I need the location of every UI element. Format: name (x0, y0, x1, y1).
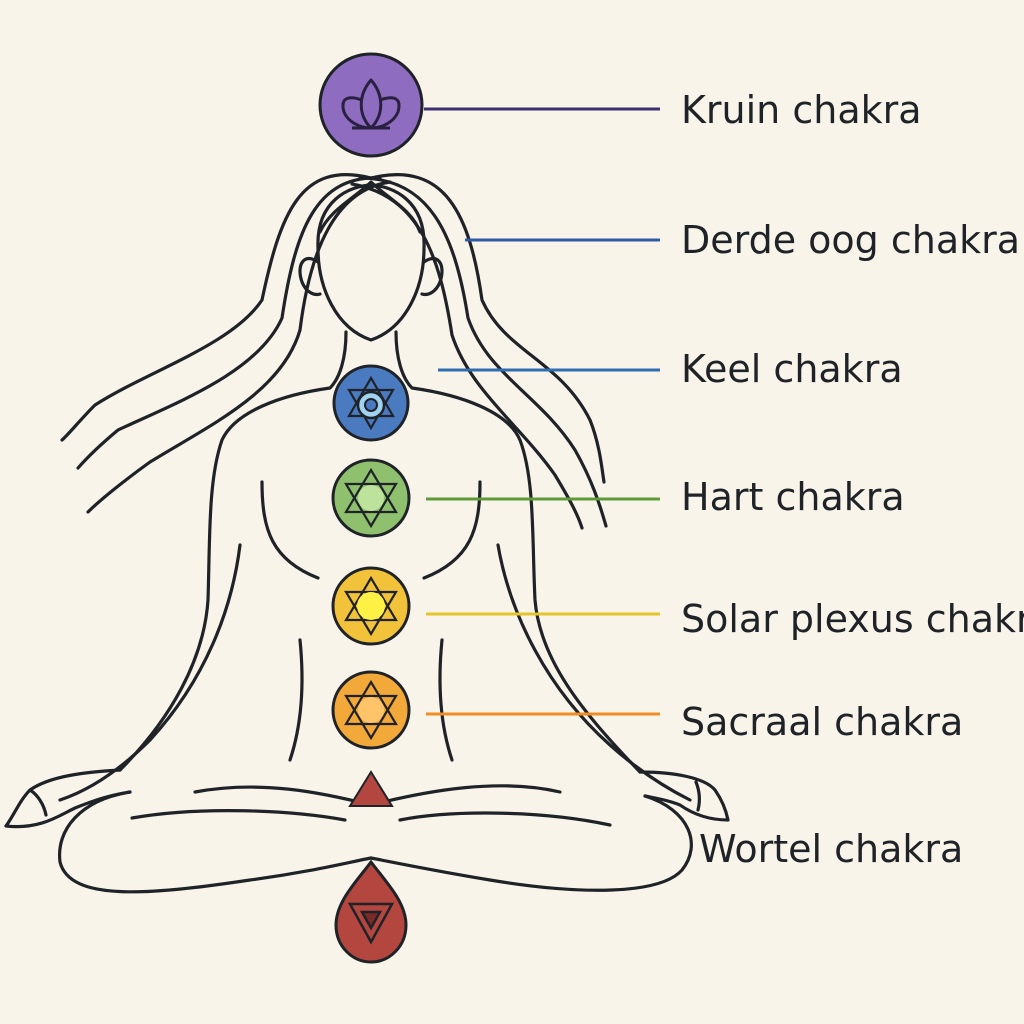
chakra-wortel-triangle (348, 770, 394, 807)
head (298, 183, 444, 342)
hands (4, 768, 730, 829)
label-kruin-chakra: Kruin chakra (681, 88, 922, 132)
chakra-kruin-disc (318, 52, 424, 158)
chakra-hart-symbol (331, 458, 411, 538)
label-hart-chakra: Hart chakra (681, 475, 905, 519)
chakra-kruin-symbol (318, 52, 424, 158)
hexagram-icon (347, 375, 395, 431)
label-solar-plexus-chakra: Solar plexus chakra (681, 597, 1024, 641)
torso (58, 330, 692, 802)
chakra-sacraal-symbol (331, 670, 411, 750)
star-icon (344, 575, 398, 637)
chakra-keel-symbol (332, 364, 410, 442)
star-icon (344, 679, 398, 741)
label-sacraal-chakra: Sacraal chakra (681, 700, 964, 744)
connector-lines (424, 107, 660, 716)
label-derde-oog-chakra: Derde oog chakra (681, 218, 1021, 262)
chakra-wortel-symbol (334, 770, 408, 964)
chakra-solar-symbol (331, 566, 411, 646)
lotus-icon (341, 78, 401, 130)
hexagram-icon (344, 467, 398, 529)
triangle-icon (347, 902, 395, 945)
hair (60, 172, 608, 530)
label-wortel-chakra: Wortel chakra (699, 827, 964, 871)
label-keel-chakra: Keel chakra (681, 347, 903, 391)
